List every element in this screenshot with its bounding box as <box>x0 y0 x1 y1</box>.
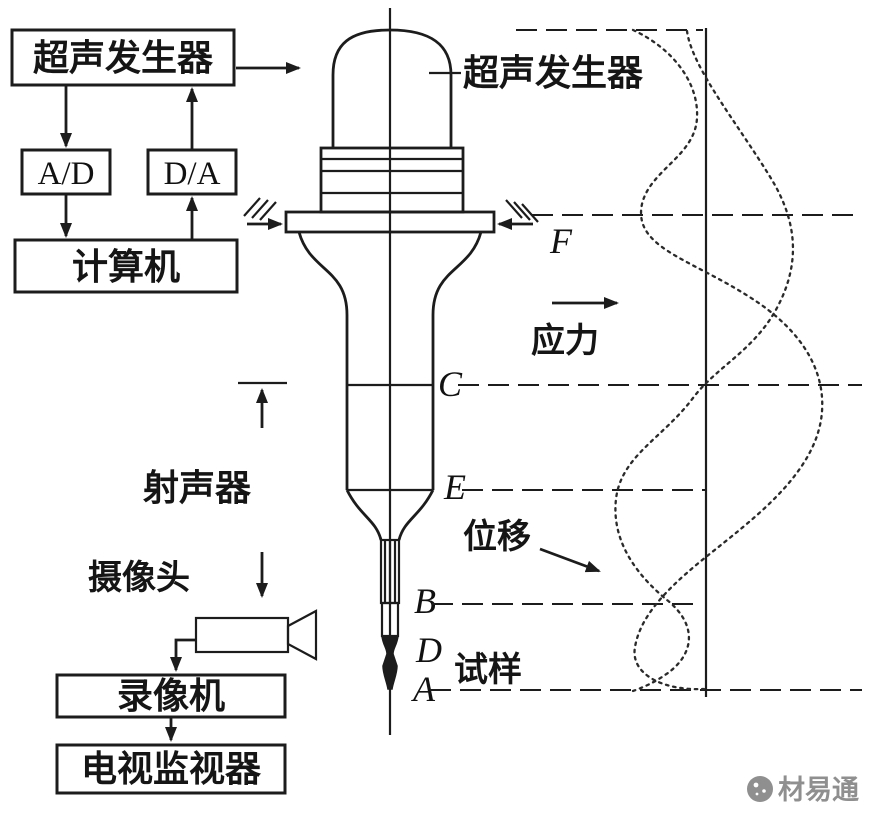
hatch-line <box>505 199 523 219</box>
watermark-logo-dot <box>755 792 759 796</box>
threaded-rod <box>379 538 401 605</box>
ad-converter-label: A/D <box>38 156 95 192</box>
tv-monitor-box <box>55 743 287 795</box>
camera-body <box>194 616 290 654</box>
horn-right-outline <box>431 231 483 490</box>
displacement-label: 位移 <box>463 518 531 556</box>
specimen <box>380 601 400 690</box>
horn-left-outline <box>297 231 349 490</box>
hatch-line <box>259 201 277 221</box>
watermark-logo-icon <box>747 776 773 802</box>
point-E-label: E <box>443 467 466 507</box>
video-chain: 摄像头 录像机 电视监视器 <box>55 559 318 795</box>
camera-lens <box>286 609 318 661</box>
watermark-logo-dot <box>762 789 766 793</box>
camera-icon <box>194 609 318 661</box>
control-chain: 超声发生器 A/D D/A 计算机 <box>10 28 301 294</box>
computer-box <box>13 238 239 294</box>
taper-right-outline <box>397 489 435 541</box>
right-fixed-support <box>497 199 539 230</box>
point-F-label: F <box>549 221 573 261</box>
mounting-flange <box>284 210 496 234</box>
transducer-callout-label: 超声发生器 <box>463 52 644 93</box>
specimen-notched-section <box>381 635 399 690</box>
hatch-line <box>521 203 539 223</box>
transducer-dome <box>331 28 453 148</box>
ultrasonic-generator-box-label: 超声发生器 <box>33 37 214 78</box>
apparatus-drawing: 超声发生器 <box>243 8 644 735</box>
hatch-line <box>513 201 531 221</box>
left-fixed-support <box>243 197 283 230</box>
displacement-arrow <box>539 547 601 573</box>
curve-annotations: 应力 位移 试样 <box>454 297 619 689</box>
horn-label: 射声器 <box>143 467 252 508</box>
da-converter-label: D/A <box>164 156 221 192</box>
video-recorder-box <box>55 673 287 719</box>
ultrasonic-generator-box <box>10 28 236 87</box>
stress-label: 应力 <box>531 322 599 360</box>
tv-monitor-label: 电视监视器 <box>81 748 262 789</box>
point-D-label: D <box>415 630 442 670</box>
computer-box-label: 计算机 <box>72 246 180 287</box>
hatch-line <box>251 199 269 219</box>
camera-label: 摄像头 <box>88 559 190 597</box>
piezo-stack-body <box>319 146 465 214</box>
piezo-stack <box>319 146 465 214</box>
taper-left-outline <box>345 489 383 541</box>
specimen-label: 试样 <box>454 651 522 689</box>
watermark-logo-circle <box>747 776 773 802</box>
point-B-label: B <box>414 581 436 621</box>
stress-distribution-curve <box>631 28 824 691</box>
camera-to-recorder-arrow <box>170 638 196 672</box>
distribution-plot <box>430 28 862 697</box>
watermark-text: 材易通 <box>778 775 859 805</box>
watermark: 材易通 <box>747 775 859 805</box>
hatch-line <box>243 197 261 217</box>
displacement-distribution-curve <box>614 29 795 693</box>
video-recorder-label: 录像机 <box>117 675 225 716</box>
horn-extent-marks: 射声器 <box>143 381 287 598</box>
watermark-logo-dot <box>753 782 759 788</box>
